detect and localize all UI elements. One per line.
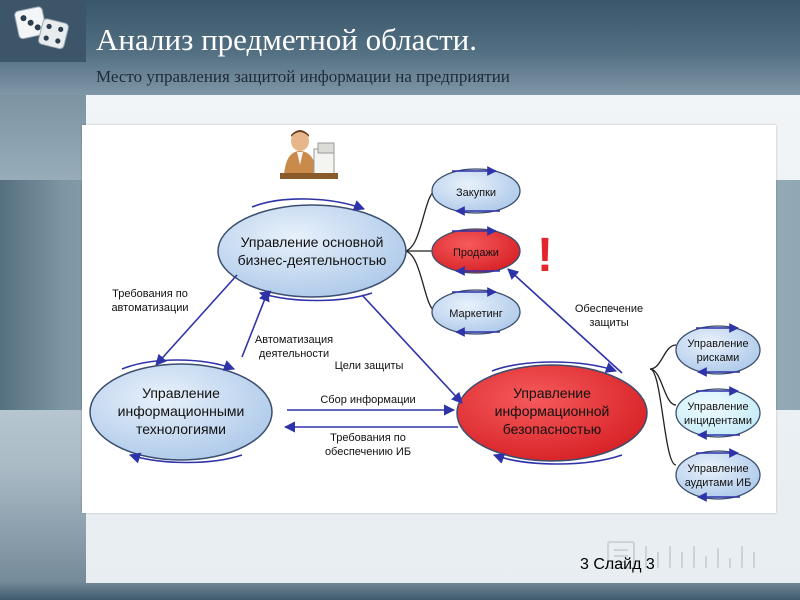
edge-label-security-provision-1: Обеспечение [575, 303, 643, 315]
slide-number: 3 Слайд 3 [580, 556, 655, 573]
edge-label-automation-requirements-2: автоматизации [111, 302, 188, 314]
node-business-line2: бизнес-деятельностью [238, 252, 387, 268]
slide-subtitle: Место управления защитой информации на п… [96, 67, 510, 86]
node-sales-label: Продажи [453, 247, 499, 259]
node-security-line3: безопасностью [503, 421, 601, 437]
node-marketing-label: Маркетинг [449, 308, 502, 320]
node-risks-line1: Управление [687, 338, 748, 350]
node-audits-line1: Управление [687, 463, 748, 475]
bottom-decor-band [0, 583, 800, 600]
node-marketing: Маркетинг [431, 287, 521, 337]
node-audits-line2: аудитами ИБ [685, 477, 752, 489]
diagram-panel: Управление основной бизнес-деятельностью… [82, 125, 776, 513]
node-security-line1: Управление [513, 385, 591, 401]
node-purchases: Закупки [431, 166, 521, 216]
edge-label-activity-automation-2: деятельности [259, 348, 329, 360]
edge-label-ib-requirements-2: обеспечению ИБ [325, 446, 411, 458]
manager-icon [280, 130, 338, 179]
node-risks-line2: рисками [697, 352, 740, 364]
node-it: Управление информационными технологиями [89, 359, 273, 464]
node-incidents: Управление инцидентами [675, 386, 761, 440]
node-it-line2: информационными [118, 403, 245, 419]
node-incidents-line2: инцидентами [684, 415, 752, 427]
edge-label-security-provision-2: защиты [589, 317, 628, 329]
alert-mark: ! [537, 229, 553, 282]
node-it-line3: технологиями [136, 421, 226, 437]
node-security-line2: информационной [495, 403, 610, 419]
edge-label-protection-goals: Цели защиты [335, 360, 404, 372]
node-audits: Управление аудитами ИБ [675, 448, 761, 502]
node-risks: Управление рисками [675, 323, 761, 377]
node-incidents-line1: Управление [687, 401, 748, 413]
edge-label-activity-automation-1: Автоматизация [255, 334, 333, 346]
node-security: Управление информационной безопасностью [456, 361, 648, 465]
edge-label-info-collection: Сбор информации [320, 394, 415, 406]
node-purchases-label: Закупки [456, 187, 496, 199]
title-band [0, 0, 800, 95]
node-sales: Продажи [431, 226, 521, 276]
ib-management-diagram: Управление основной бизнес-деятельностью… [89, 130, 761, 502]
edge-label-automation-requirements-1: Требования по [112, 288, 188, 300]
node-it-line1: Управление [142, 385, 220, 401]
node-business-line1: Управление основной [241, 234, 384, 250]
dice-icon [0, 0, 86, 62]
presentation-watermark-icon [607, 541, 755, 569]
relationship-arrows [155, 268, 623, 433]
slide-title: Анализ предметной области. [96, 22, 478, 57]
node-business: Управление основной бизнес-деятельностью [217, 198, 407, 302]
edge-label-ib-requirements-1: Требования по [330, 432, 406, 444]
